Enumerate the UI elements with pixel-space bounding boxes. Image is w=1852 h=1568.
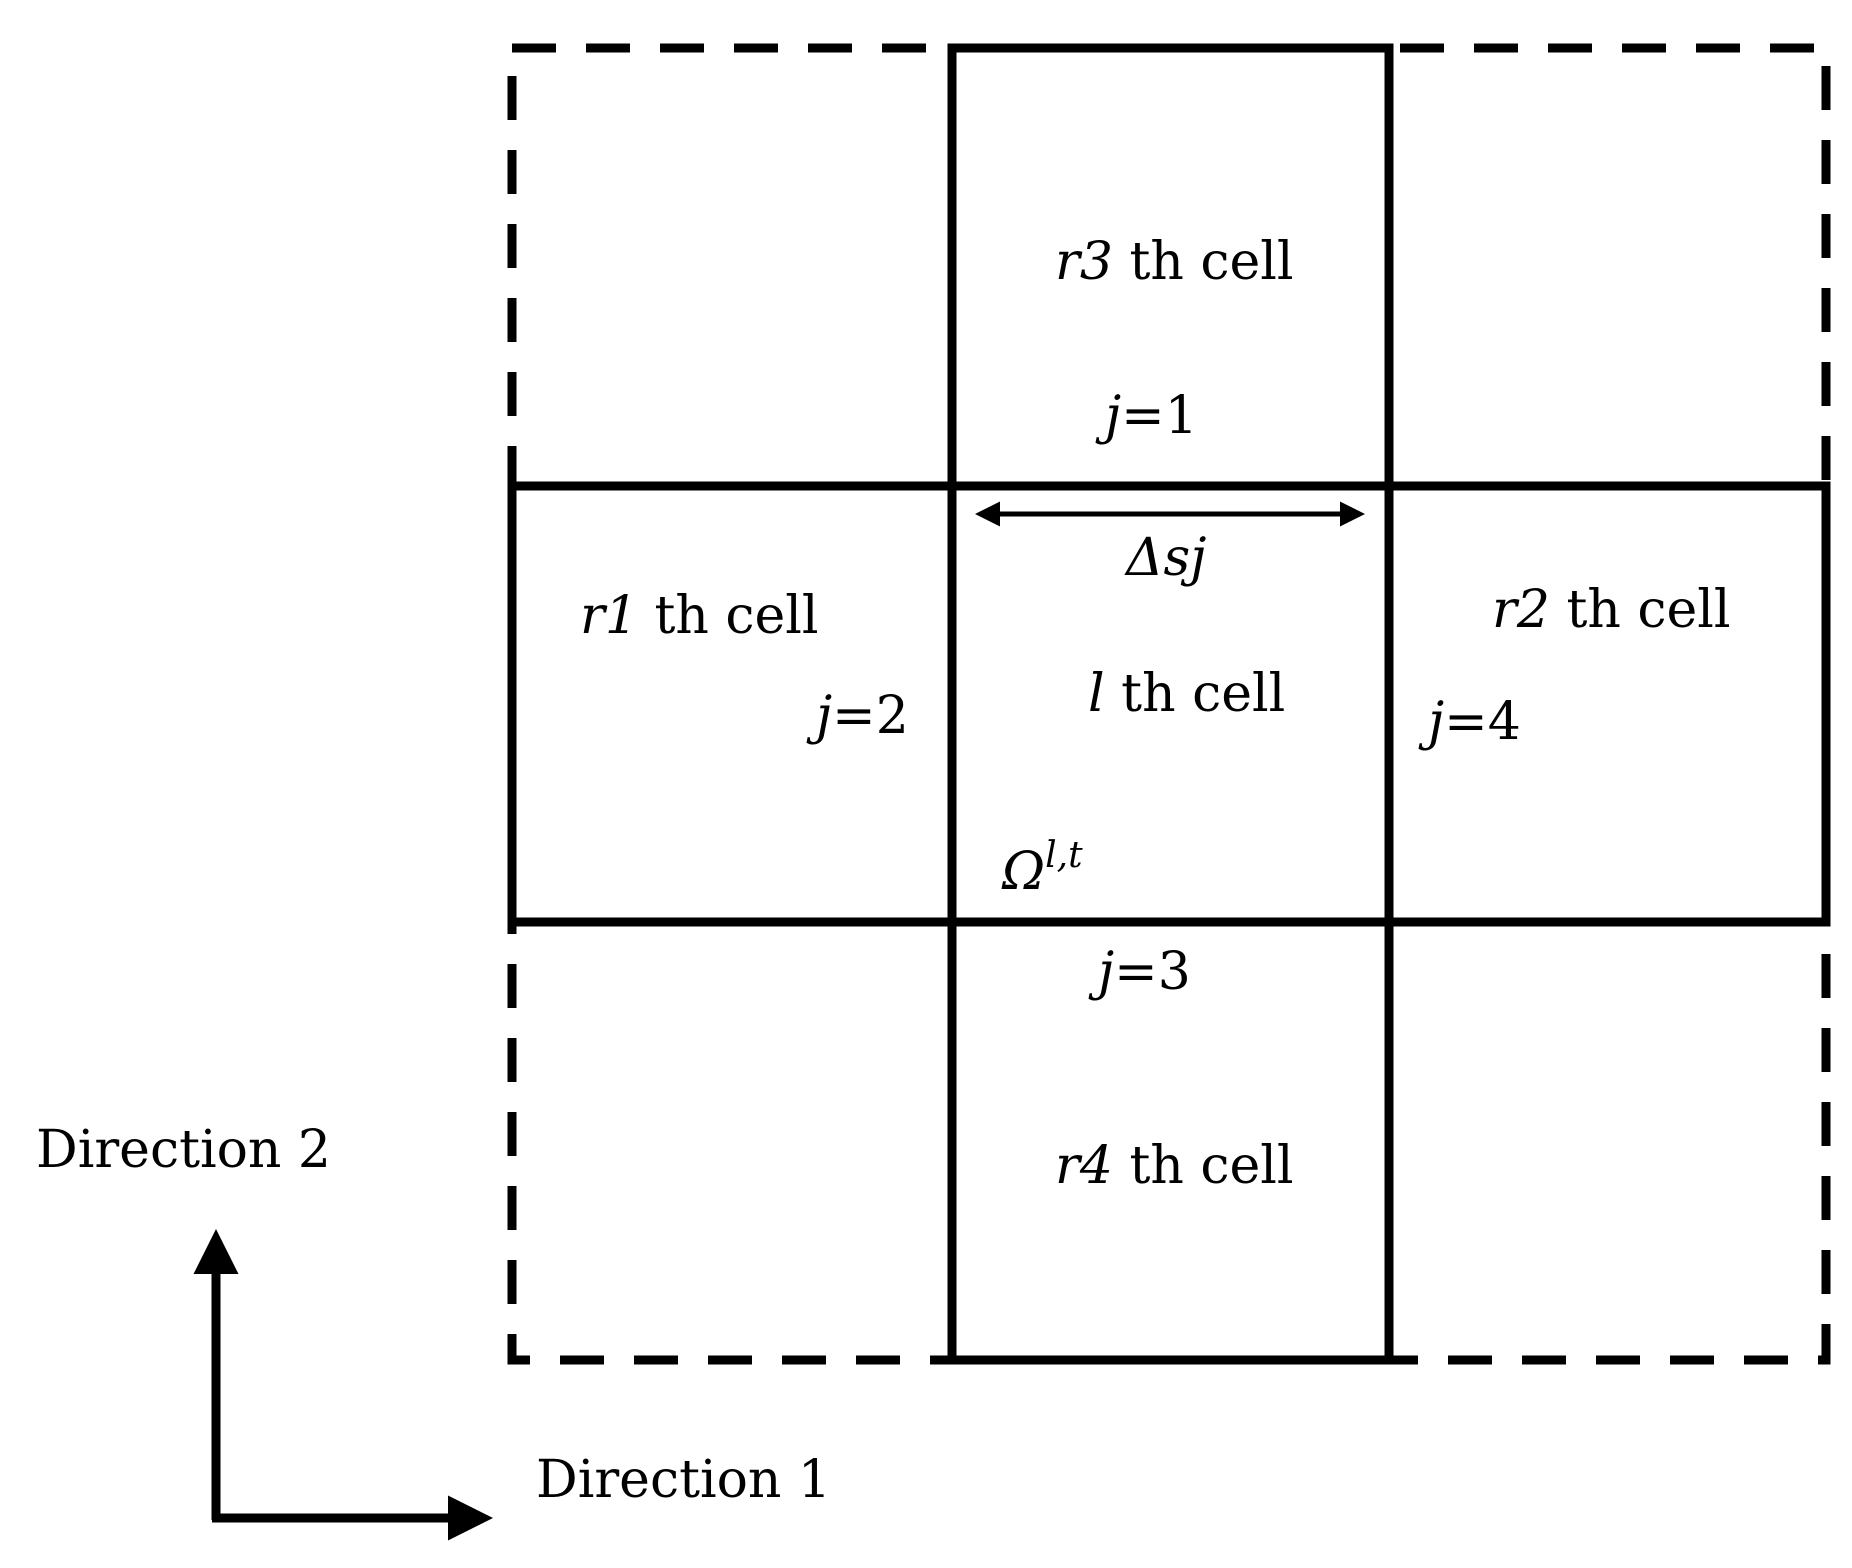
cell-label-r4: r4 th cell	[1055, 1140, 1294, 1192]
cell-label-r2: r2 th cell	[1492, 584, 1731, 636]
cell-var: r2	[1492, 580, 1550, 640]
central-row-outline	[507, 481, 1831, 927]
cell-cross	[507, 43, 1831, 1365]
face-label-j2: j=2	[816, 686, 909, 746]
central-column-outline	[947, 43, 1394, 1365]
omega-label: Ωl,t	[1002, 835, 1083, 902]
direction-2-label: Direction 2	[36, 1120, 332, 1180]
face-label-j1: j=1	[1105, 386, 1198, 446]
direction-1-label: Direction 1	[536, 1450, 832, 1510]
face-label-j3: j=3	[1098, 942, 1191, 1002]
delta-s-label: Δsj	[1126, 528, 1207, 588]
cell-label-r1: r1 th cell	[580, 590, 819, 642]
cell-suffix: th cell	[1549, 580, 1731, 640]
cell-suffix: th cell	[1104, 664, 1286, 724]
cell-var: r1	[580, 586, 638, 646]
cell-label-r3: r3 th cell	[1055, 236, 1294, 288]
cell-var: l	[1088, 664, 1105, 724]
cell-var: r4	[1055, 1136, 1113, 1196]
cell-label-l: l th cell	[1088, 668, 1285, 720]
cell-suffix: th cell	[637, 586, 819, 646]
cell-var: r3	[1055, 232, 1113, 292]
cell-suffix: th cell	[1112, 1136, 1294, 1196]
direction-axes	[193, 1229, 493, 1541]
cell-suffix: th cell	[1112, 232, 1294, 292]
face-label-j4: j=4	[1428, 692, 1521, 752]
